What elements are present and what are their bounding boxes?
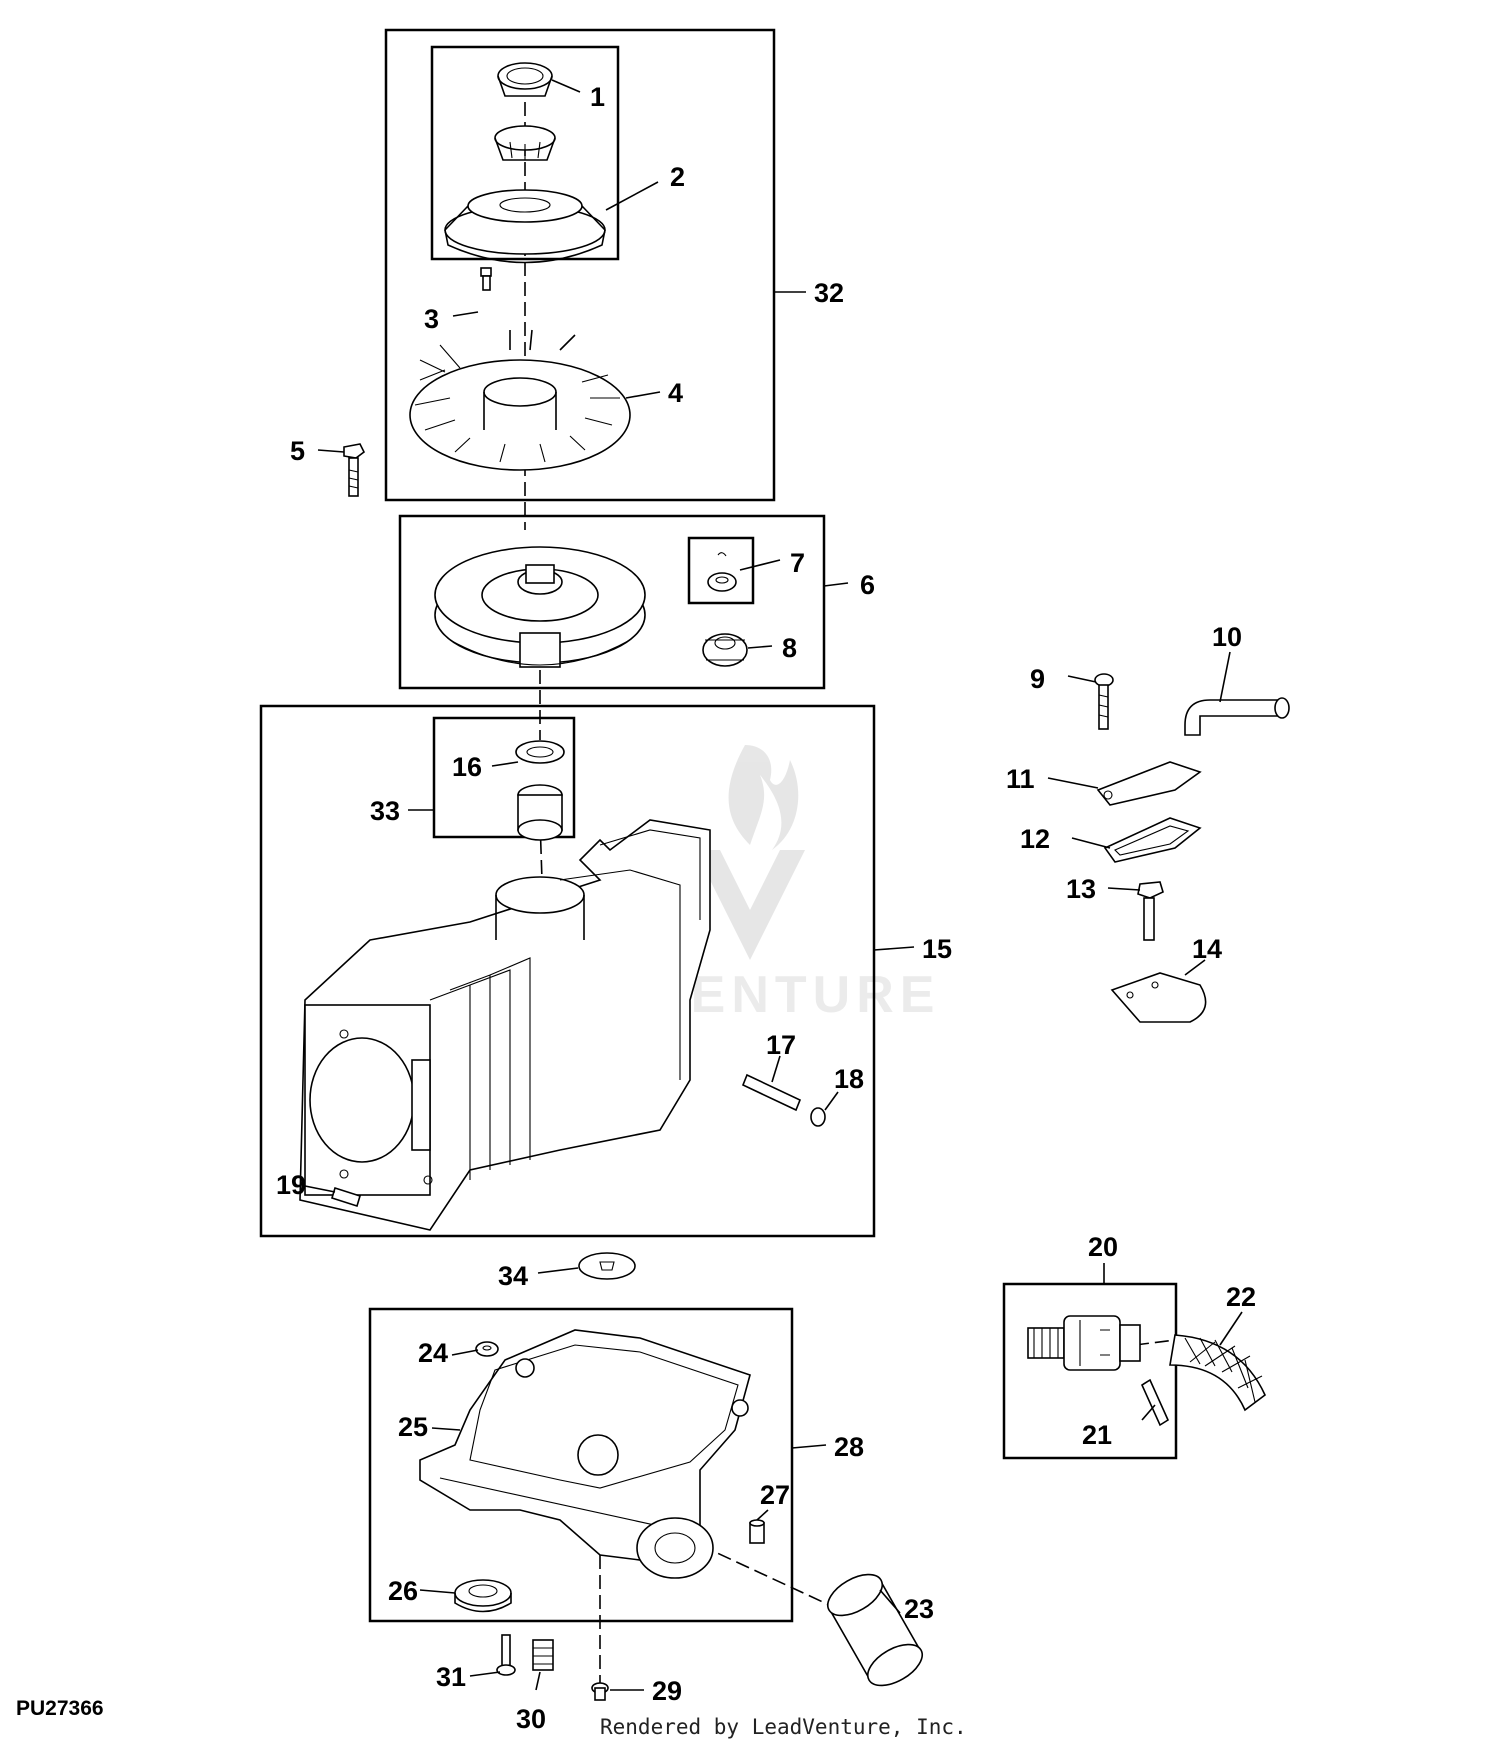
callout-34: 34 [498, 1261, 528, 1291]
part-26-seal [454, 1579, 512, 1613]
callout-33: 33 [370, 796, 400, 826]
filter-axis [699, 1544, 841, 1611]
part-29-drain-plug [591, 1682, 609, 1701]
part-14-plate [1110, 972, 1207, 1023]
part-30-fitting [532, 1639, 554, 1671]
part-22-drain-hose [1169, 1334, 1266, 1412]
part-16-bearing [515, 740, 565, 764]
figure-id: PU27366 [16, 1697, 104, 1720]
callout-5: 5 [290, 436, 305, 466]
part-34-washer [578, 1252, 636, 1280]
callout-labels: 1 2 3 4 5 6 7 8 9 10 11 12 13 14 15 16 1… [276, 82, 1256, 1734]
part-15-crankcase [299, 819, 711, 1231]
part-31-screw [496, 1634, 516, 1676]
callout-31: 31 [436, 1662, 466, 1692]
callout-30: 30 [516, 1704, 546, 1734]
callout-2: 2 [670, 162, 685, 192]
part-2-screen-cup [444, 125, 606, 264]
callout-26: 26 [388, 1576, 418, 1606]
callout-13: 13 [1066, 874, 1096, 904]
callout-7: 7 [790, 548, 805, 578]
callout-4: 4 [668, 378, 683, 408]
part-11-bracket [1096, 761, 1202, 806]
callout-22: 22 [1226, 1282, 1256, 1312]
group-box-28 [368, 1307, 794, 1623]
callout-20: 20 [1088, 1232, 1118, 1262]
part-21-valve-lever [1140, 1378, 1170, 1427]
hose-axis [1134, 1339, 1176, 1346]
group-box-2 [430, 45, 620, 261]
callout-24: 24 [418, 1338, 448, 1368]
group-box-33 [432, 716, 576, 839]
part-5-bolt [343, 443, 366, 497]
group-box-20 [1002, 1282, 1178, 1460]
part-9-bolt [1094, 673, 1114, 730]
callout-10: 10 [1212, 622, 1242, 652]
callout-17: 17 [766, 1030, 796, 1060]
callout-32: 32 [814, 278, 844, 308]
part-20-drain-valve [1027, 1315, 1141, 1371]
callout-1: 1 [590, 82, 605, 112]
part-23-oil-filter [827, 1573, 923, 1687]
callout-25: 25 [398, 1412, 428, 1442]
part-28-oil-sump [419, 1329, 751, 1579]
callout-14: 14 [1192, 934, 1222, 964]
leader-lines [304, 79, 1243, 1691]
callout-23: 23 [904, 1594, 934, 1624]
callout-19: 19 [276, 1170, 306, 1200]
callout-9: 9 [1030, 664, 1045, 694]
part-18-nut [810, 1107, 826, 1127]
callout-6: 6 [860, 570, 875, 600]
part-27-plug [749, 1519, 765, 1544]
part-13-bolt [1137, 881, 1164, 941]
part-4-fan [409, 329, 631, 471]
group-box-15 [259, 704, 876, 1238]
part-24-nut [475, 1341, 499, 1357]
part-6-flywheel [434, 546, 646, 668]
part-10-tube [1184, 697, 1290, 736]
group-box-7 [687, 536, 755, 605]
callout-18: 18 [834, 1064, 864, 1094]
callout-29: 29 [652, 1676, 682, 1706]
part-8-gear [702, 633, 748, 667]
callout-3: 3 [424, 304, 439, 334]
callout-11: 11 [1006, 764, 1035, 794]
callout-15: 15 [922, 934, 952, 964]
render-credit: Rendered by LeadVenture, Inc. [600, 1715, 967, 1739]
part-3-screw [480, 267, 492, 291]
callout-16: 16 [452, 752, 482, 782]
group-box-32 [384, 28, 776, 502]
part-33-bushing [517, 784, 563, 841]
callout-28: 28 [834, 1432, 864, 1462]
part-19-dowel [331, 1186, 361, 1208]
callout-27: 27 [760, 1480, 790, 1510]
callout-8: 8 [782, 633, 797, 663]
group-box-6 [398, 514, 826, 690]
part-12-gasket [1103, 817, 1202, 863]
part-1-cap [497, 62, 553, 97]
part-17-pin [741, 1073, 802, 1112]
part-7-nut [707, 552, 737, 592]
callout-12: 12 [1020, 824, 1050, 854]
callout-21: 21 [1082, 1420, 1112, 1450]
